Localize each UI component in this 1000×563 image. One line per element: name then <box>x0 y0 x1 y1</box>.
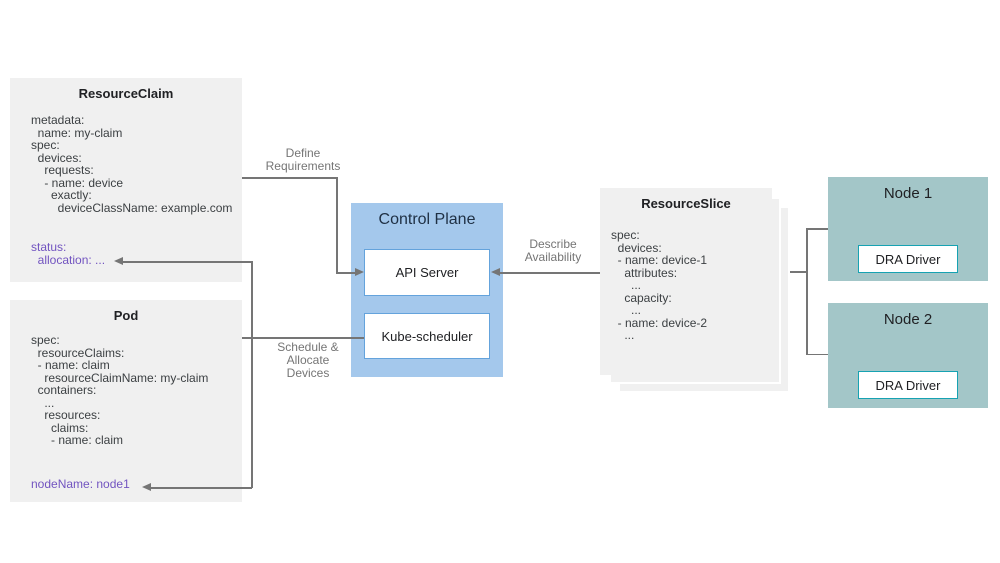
claim-to-apiserver-arrowhead <box>355 268 364 276</box>
claim-to-apiserver-line-h2 <box>336 272 355 274</box>
schedule-allocate-devices-label: Schedule & Allocate Devices <box>277 340 339 380</box>
node1-box: Node 1 DRA Driver <box>828 177 988 281</box>
slice-to-nodes-line-stem <box>790 271 807 273</box>
resource-slice-yaml: spec: devices: - name: device-1 attribut… <box>611 228 708 342</box>
slice-to-apiserver-arrowhead <box>491 268 500 276</box>
writeback-to-claim-arrowhead <box>114 257 123 265</box>
writeback-to-pod-arrowhead <box>142 483 151 491</box>
control-plane-box: Control Plane API Server Kube-scheduler <box>351 203 503 377</box>
node1-dra-driver-box: DRA Driver <box>858 245 958 273</box>
control-plane-title: Control Plane <box>378 211 476 228</box>
resource-claim-box: ResourceClaim metadata: name: my-claim s… <box>10 78 242 282</box>
resource-claim-yaml: metadata: name: my-claim spec: devices: … <box>31 113 233 215</box>
writeback-to-claim-line <box>123 261 252 263</box>
node2-title: Node 2 <box>883 311 933 328</box>
claim-to-apiserver-line-h1 <box>242 177 337 179</box>
pod-yaml: spec: resourceClaims: - name: claim reso… <box>31 333 209 447</box>
pod-nodename-yaml: nodeName: node1 <box>31 477 130 491</box>
writeback-to-pod-line <box>151 487 252 489</box>
slice-to-node2-line <box>806 353 828 355</box>
slice-to-node1-line <box>806 228 828 230</box>
api-server-box: API Server <box>364 249 490 296</box>
slice-to-apiserver-line <box>500 272 600 274</box>
pod-to-scheduler-line <box>242 337 364 339</box>
resource-slice-title: ResourceSlice <box>641 196 731 211</box>
kube-scheduler-box: Kube-scheduler <box>364 313 490 359</box>
resource-claim-title: ResourceClaim <box>78 86 174 101</box>
node2-box: Node 2 DRA Driver <box>828 303 988 408</box>
define-requirements-label: Define Requirements <box>265 146 341 173</box>
claim-to-apiserver-line-v <box>336 177 338 273</box>
resource-slice-box: ResourceSlice spec: devices: - name: dev… <box>600 188 772 375</box>
node1-title: Node 1 <box>883 185 933 202</box>
node2-dra-driver-box: DRA Driver <box>858 371 958 399</box>
pod-box: Pod spec: resourceClaims: - name: claim … <box>10 300 242 502</box>
pod-title: Pod <box>113 308 139 323</box>
describe-availability-label: Describe Availability <box>524 237 582 264</box>
slice-to-nodes-line-v <box>806 228 808 355</box>
resource-claim-status-yaml: status: allocation: ... <box>31 240 106 267</box>
scheduler-writeback-line-v <box>251 261 253 488</box>
